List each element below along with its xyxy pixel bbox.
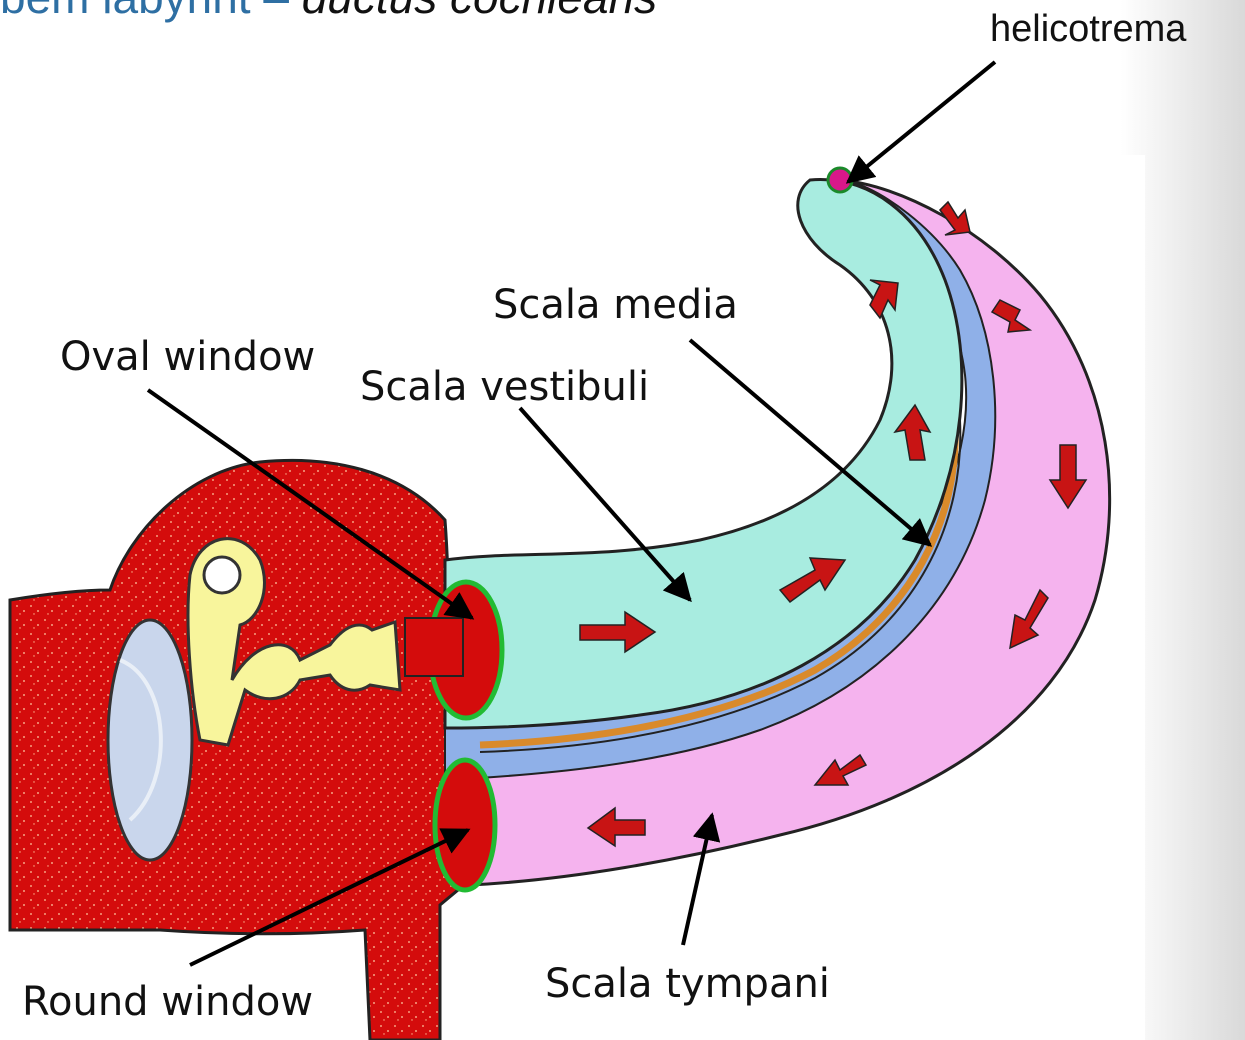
label-scala-media: Scala media [493, 282, 738, 328]
eardrum [108, 620, 192, 860]
label-scala-tympani: Scala tympani [545, 961, 830, 1007]
round-window [435, 760, 495, 890]
label-scala-vestibuli: Scala vestibuli [360, 364, 649, 410]
arrow-helicotrema [848, 62, 995, 182]
label-round-window: Round window [22, 979, 313, 1025]
label-oval-window: Oval window [60, 334, 315, 380]
